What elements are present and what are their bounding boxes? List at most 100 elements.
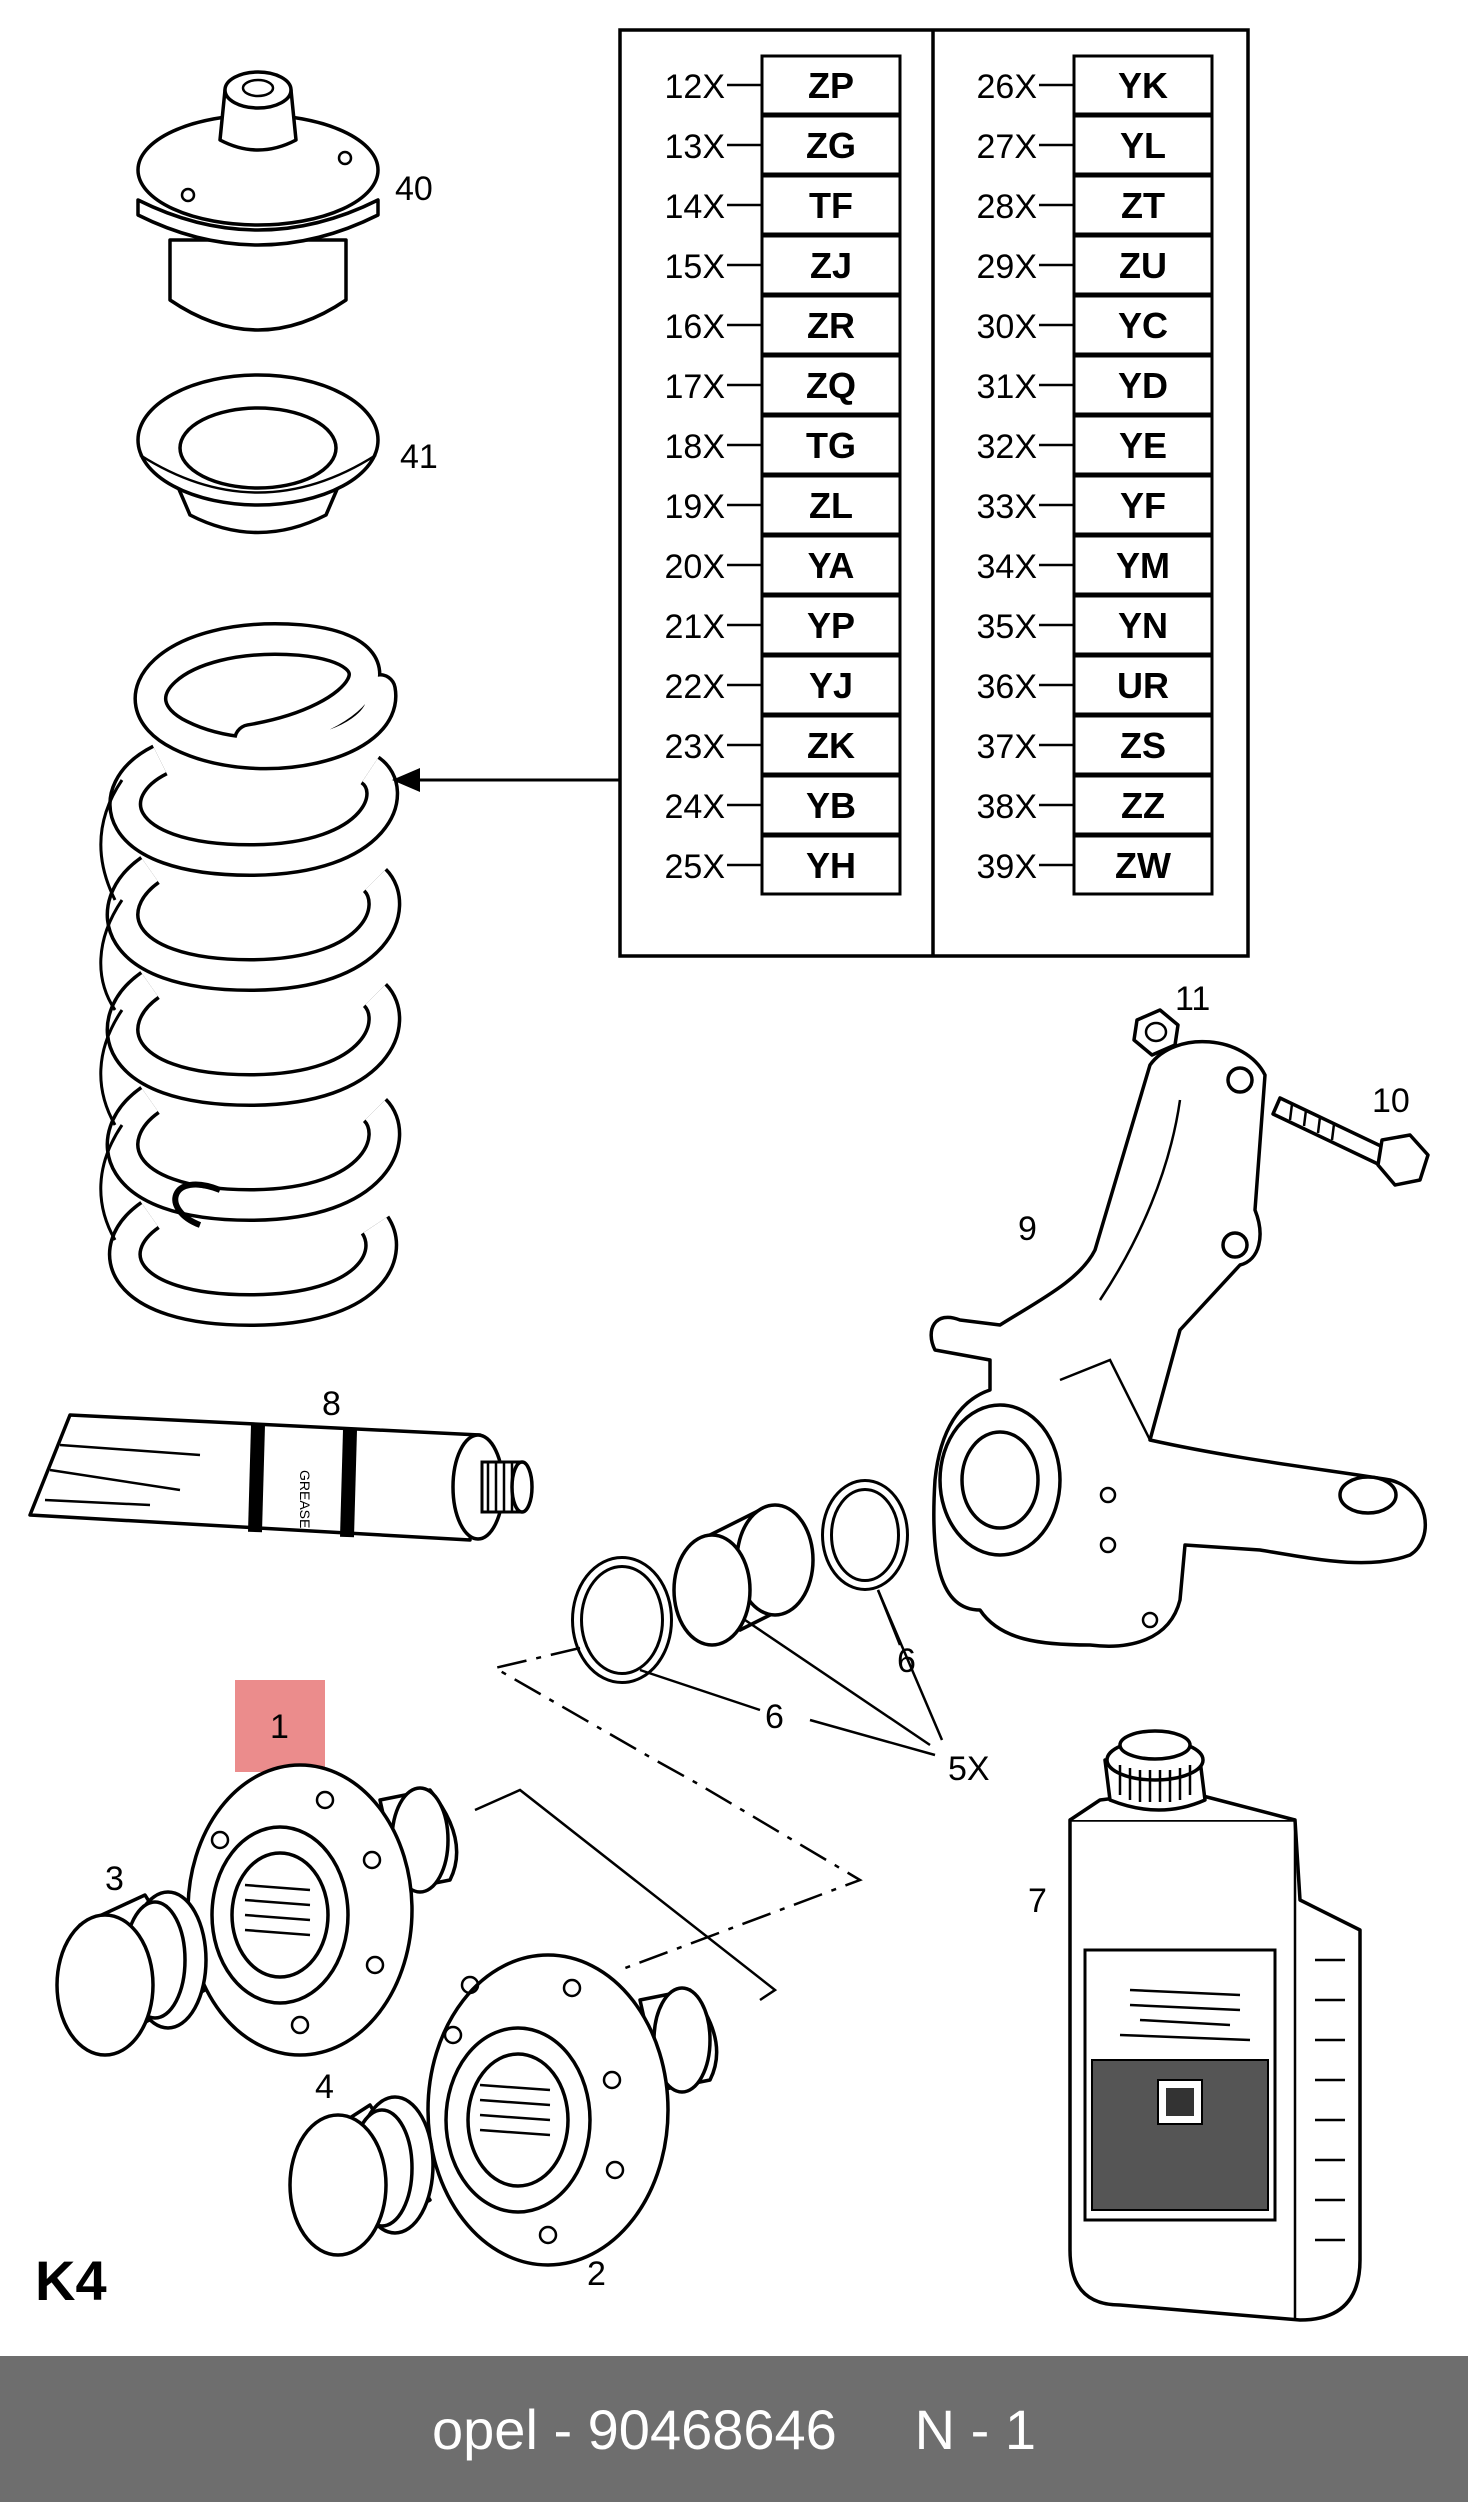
spring-qty-left-4: 16X xyxy=(665,308,726,346)
callout-10: 10 xyxy=(1372,1082,1410,1120)
spring-qty-right-6: 32X xyxy=(977,428,1038,466)
table-pointer-arrow xyxy=(392,768,620,792)
bearing-sleeve[interactable] xyxy=(672,1503,815,1647)
spring-code-box-right-5 xyxy=(1072,354,1214,416)
footer-part-number: opel - 90468646 N - 1 xyxy=(432,2397,1036,2461)
spring-code-right-11: ZS xyxy=(1120,725,1166,766)
spring-qty-right-5: 31X xyxy=(977,368,1038,406)
spring-code-box-left-7 xyxy=(760,474,902,536)
spring-code-left-3: ZJ xyxy=(810,245,852,286)
spring-code-left-0: ZP xyxy=(808,65,854,106)
spring-table-row-left-0: 12X ZP xyxy=(665,54,902,116)
spring-code-right-3: ZU xyxy=(1119,245,1167,286)
spring-code-box-left-3 xyxy=(760,234,902,296)
part-6-circlip-right[interactable] xyxy=(821,1479,909,1591)
spring-code-left-13: YH xyxy=(806,845,856,886)
callout-9: 9 xyxy=(1018,1210,1037,1248)
spring-code-box-left-11 xyxy=(760,714,902,776)
part-3-dust-cap[interactable] xyxy=(55,1890,208,2057)
spring-code-box-right-3 xyxy=(1072,234,1214,296)
callout-6-upper: 6 xyxy=(897,1642,916,1680)
spring-code-right-1: YL xyxy=(1120,125,1166,166)
svg-text:GREASE: GREASE xyxy=(297,1470,313,1528)
spring-code-left-1: ZG xyxy=(806,125,856,166)
spring-code-box-left-10 xyxy=(760,654,902,716)
spring-code-right-12: ZZ xyxy=(1121,785,1165,826)
spring-code-left-7: ZL xyxy=(809,485,853,526)
spring-table-row-right-11: 37X ZS xyxy=(977,714,1214,776)
spring-qty-left-10: 22X xyxy=(665,668,726,706)
spring-code-box-left-9 xyxy=(760,594,902,656)
spring-code-box-right-2 xyxy=(1072,174,1214,236)
part-7-oil-bottle[interactable] xyxy=(1068,1729,1362,2322)
part-8-grease-tube[interactable]: GREASE xyxy=(28,1413,534,1542)
coil-spring[interactable] xyxy=(99,622,402,1328)
spring-code-box-right-6 xyxy=(1072,414,1214,476)
spring-table-row-right-7: 33X YF xyxy=(977,474,1214,536)
part-9-steering-knuckle[interactable] xyxy=(929,1039,1427,1648)
part-1-wheel-hub[interactable] xyxy=(186,1763,459,2057)
part-1-highlight xyxy=(235,1680,325,1772)
part-6-circlip-left[interactable] xyxy=(571,1556,673,1684)
spring-code-right-2: ZT xyxy=(1121,185,1165,226)
spring-qty-right-11: 37X xyxy=(977,728,1038,766)
leader-lines xyxy=(474,1589,944,2002)
callout-4: 4 xyxy=(315,2068,334,2106)
spring-code-left-4: ZR xyxy=(807,305,855,346)
spring-code-right-9: YN xyxy=(1118,605,1168,646)
spring-table-row-right-10: 36X UR xyxy=(977,654,1214,716)
spring-code-left-5: ZQ xyxy=(806,365,856,406)
spring-code-right-10: UR xyxy=(1117,665,1169,706)
part-4-dust-cap[interactable] xyxy=(288,2095,435,2257)
spring-qty-right-1: 27X xyxy=(977,128,1038,166)
part-41-spring-seat[interactable] xyxy=(136,373,380,535)
part-2-wheel-hub[interactable] xyxy=(426,1953,719,2267)
spring-code-right-0: YK xyxy=(1118,65,1168,106)
part-40-strut-mount[interactable] xyxy=(136,70,380,332)
spring-table-row-left-8: 20X YA xyxy=(665,534,902,596)
spring-code-right-6: YE xyxy=(1119,425,1167,466)
spring-code-right-7: YF xyxy=(1120,485,1166,526)
spring-qty-right-10: 36X xyxy=(977,668,1038,706)
callout-2: 2 xyxy=(587,2255,606,2293)
spring-qty-left-6: 18X xyxy=(665,428,726,466)
spring-code-left-12: YB xyxy=(806,785,856,826)
callout-5x: 5X xyxy=(948,1750,990,1788)
section-code: K4 xyxy=(35,2249,107,2312)
spring-table-row-left-4: 16X ZR xyxy=(665,294,902,356)
spring-qty-right-7: 33X xyxy=(977,488,1038,526)
spring-code-box-right-4 xyxy=(1072,294,1214,356)
spring-qty-right-0: 26X xyxy=(977,68,1038,106)
spring-table-row-right-3: 29X ZU xyxy=(977,234,1214,296)
part-10-bolt[interactable] xyxy=(1271,1096,1430,1187)
callout-8: 8 xyxy=(322,1385,341,1423)
spring-code-box-right-12 xyxy=(1072,774,1214,836)
spring-qty-right-3: 29X xyxy=(977,248,1038,286)
spring-code-box-left-0 xyxy=(760,54,902,116)
spring-qty-right-9: 35X xyxy=(977,608,1038,646)
spring-code-box-left-1 xyxy=(760,114,902,176)
spring-qty-left-13: 25X xyxy=(665,848,726,886)
spring-qty-left-0: 12X xyxy=(665,68,726,106)
spring-qty-left-8: 20X xyxy=(665,548,726,586)
spring-code-right-13: ZW xyxy=(1115,845,1171,886)
spring-code-left-8: YA xyxy=(808,545,855,586)
spring-code-left-11: ZK xyxy=(807,725,855,766)
spring-table-row-left-10: 22X YJ xyxy=(665,654,902,716)
spring-code-left-10: YJ xyxy=(809,665,853,706)
callout-7: 7 xyxy=(1028,1882,1047,1920)
spring-code-box-left-8 xyxy=(760,534,902,596)
